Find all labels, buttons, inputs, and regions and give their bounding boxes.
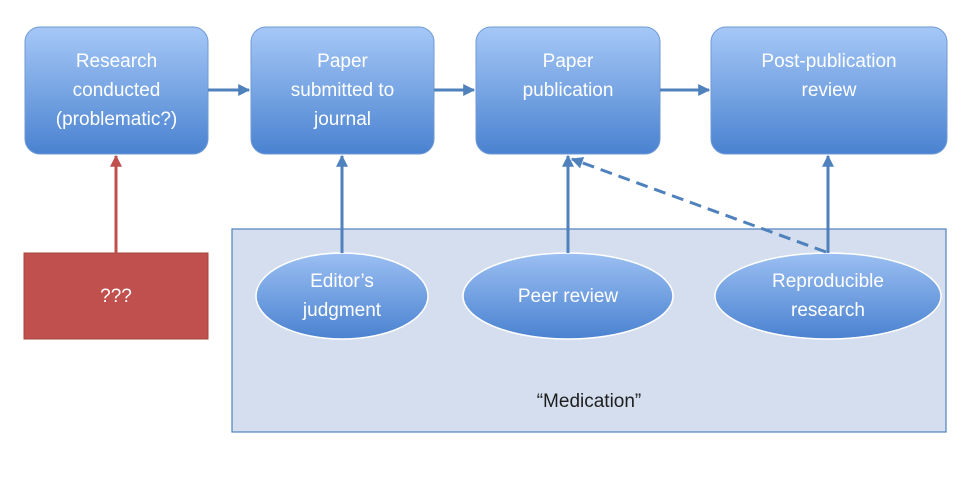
editor-judgment-oval <box>255 252 429 340</box>
peer-review-oval <box>462 252 674 340</box>
paper-publication-box <box>475 26 661 155</box>
dashed-arrow-reproducible-to-publication <box>570 157 827 254</box>
unknown-box <box>23 252 209 340</box>
post-publication-review-box <box>710 26 948 155</box>
research-conducted-box <box>24 26 209 155</box>
reproducible-research-oval <box>714 252 942 340</box>
paper-submitted-box <box>250 26 435 155</box>
medication-group-label: “Medication” <box>536 391 642 412</box>
